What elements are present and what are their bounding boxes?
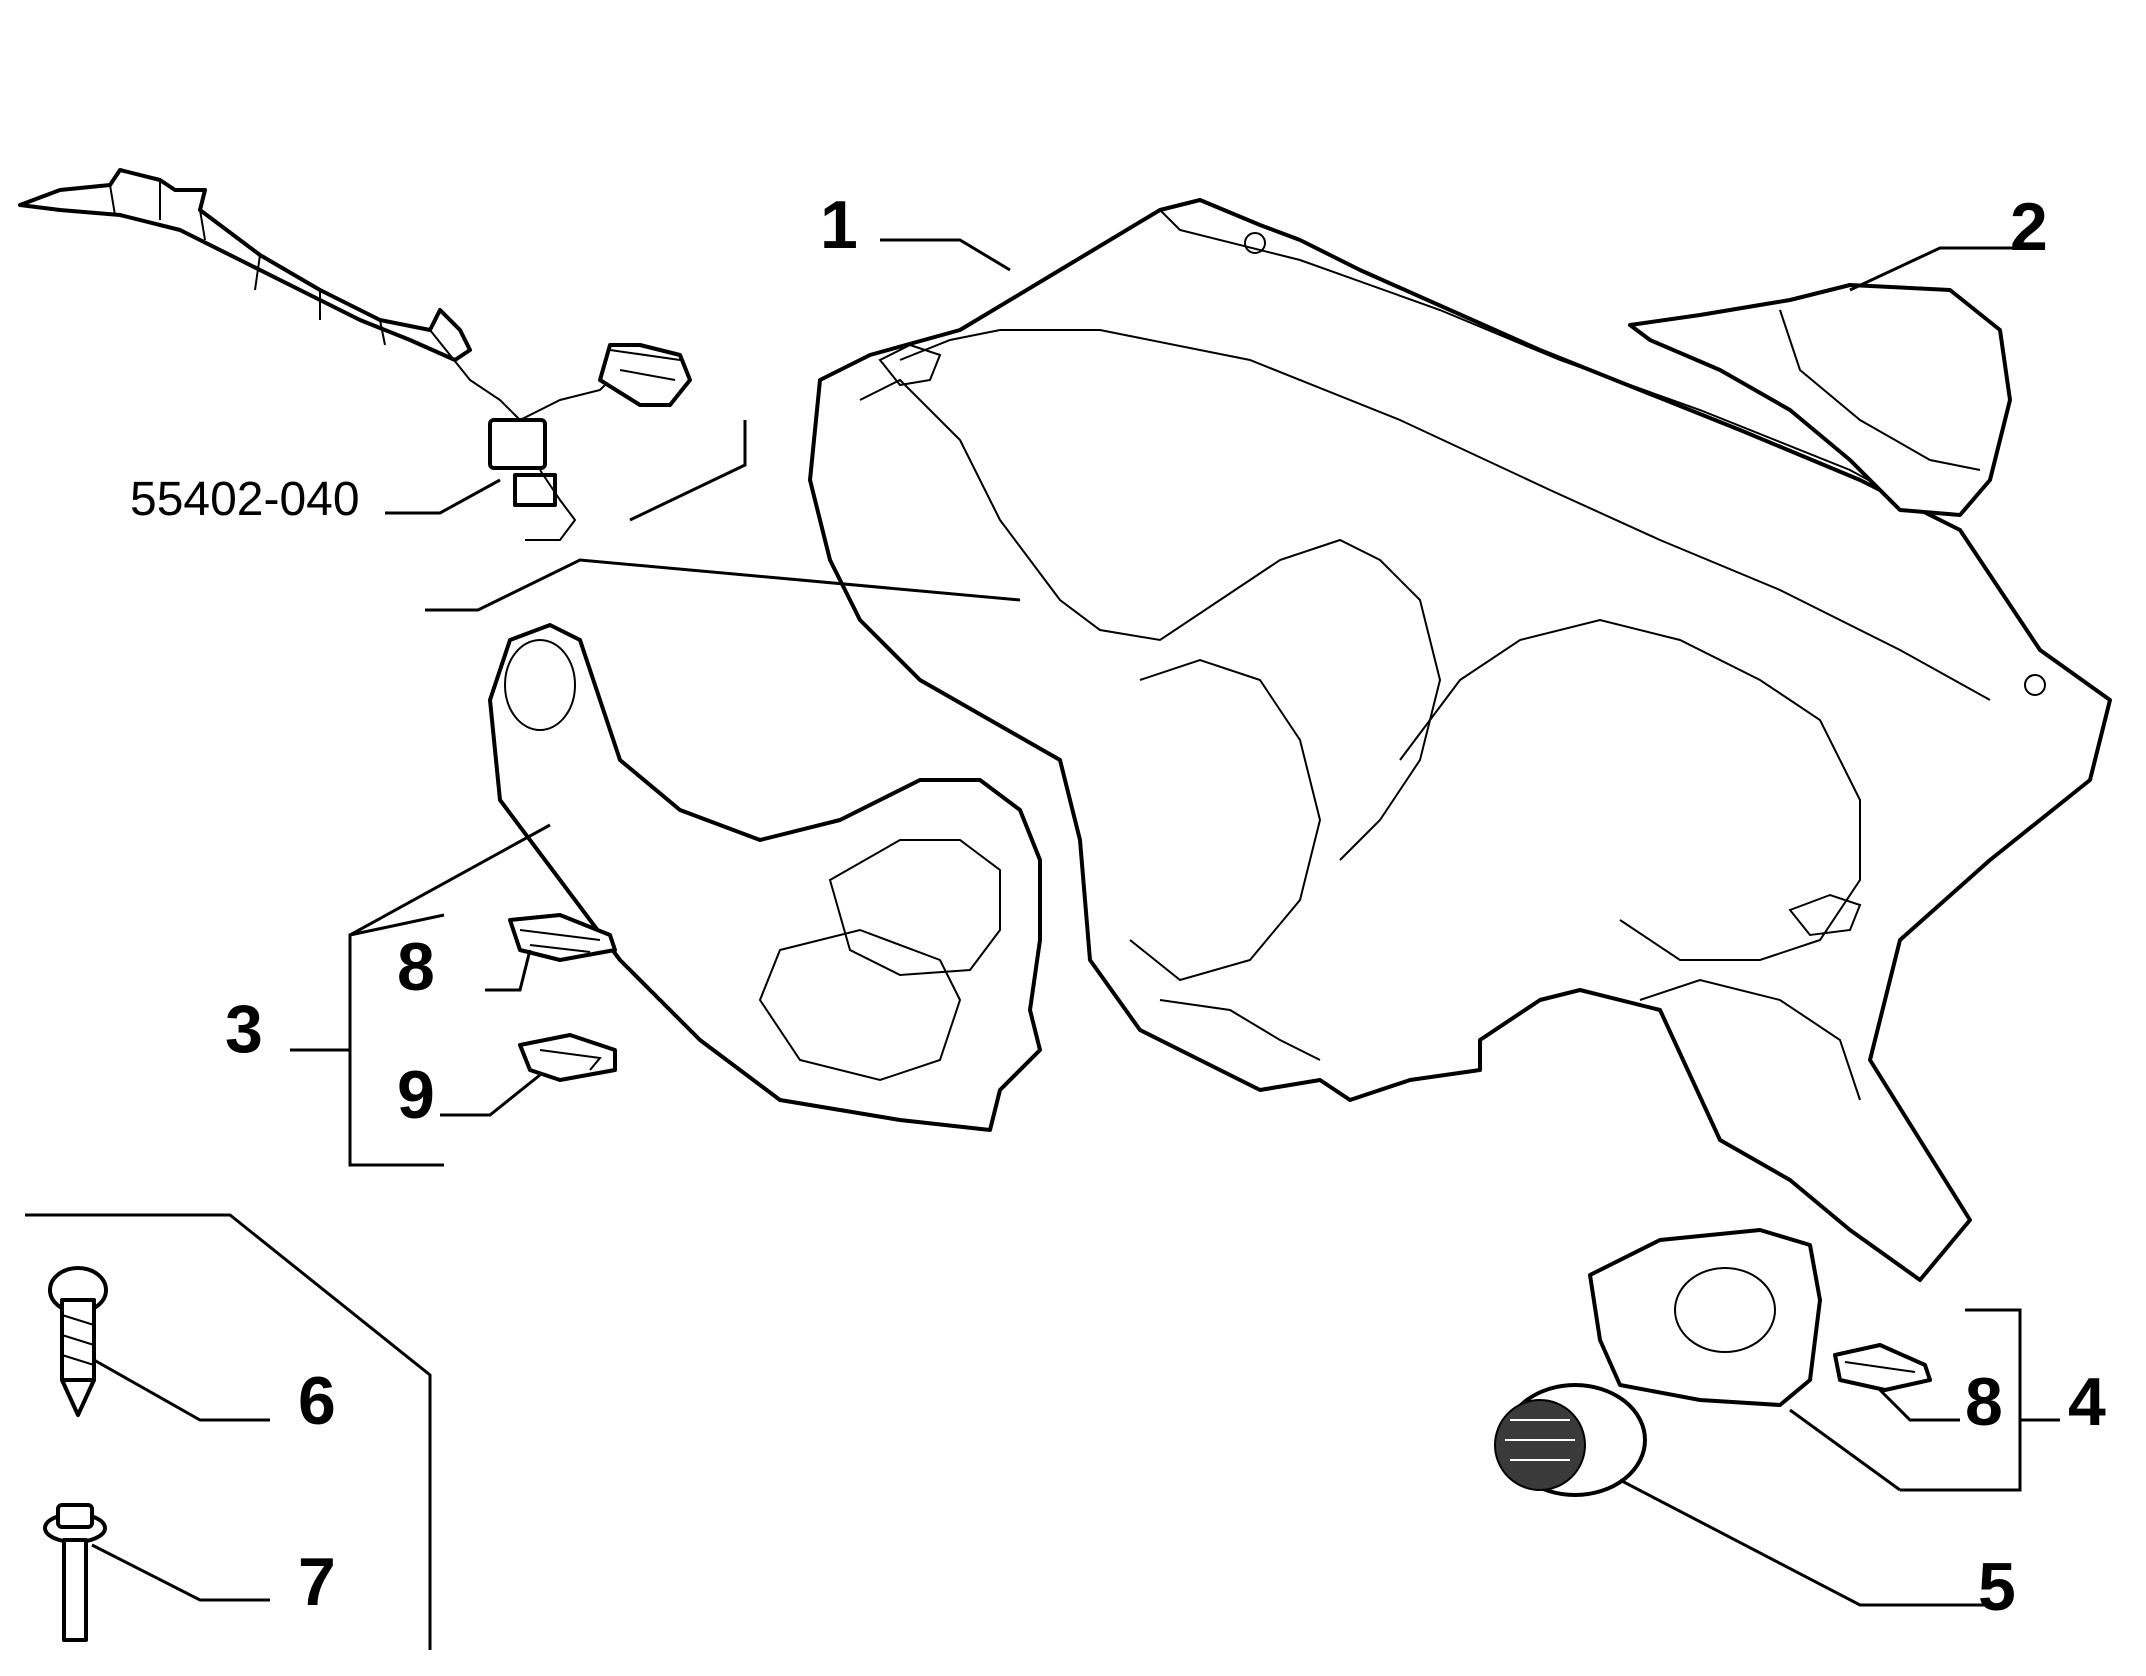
callout-part-code: 55402-040 [130, 473, 360, 526]
clip-upper-drawing [508, 913, 617, 962]
leader-group-67 [25, 1213, 432, 1650]
lower-trim-drawing [488, 623, 1042, 1132]
leader-5 [1619, 1478, 2000, 1607]
leader-lines [25, 238, 2060, 1650]
airbag-harness-drawing [18, 168, 692, 541]
callout-1: 1 [820, 187, 858, 263]
callout-2: 2 [2010, 189, 2048, 265]
vent-cover-drawing [1588, 1228, 1822, 1407]
leader-2 [1849, 246, 2020, 292]
callout-7: 7 [298, 1544, 336, 1620]
callout-6: 6 [298, 1363, 336, 1439]
leader-7 [91, 1543, 270, 1602]
leader-9 [440, 1073, 541, 1117]
leader-4-bracket [1900, 1308, 2022, 1492]
screw-self-tapping-drawing [48, 1266, 108, 1417]
leader-cut-bottom [425, 558, 1021, 612]
callout-labels: 1 2 3 8 9 6 7 8 4 5 55402-040 [130, 187, 2106, 1625]
airbag-cover-drawing [1628, 283, 2012, 517]
leader-3-to-trim [349, 823, 551, 937]
callout-3: 3 [225, 991, 263, 1067]
callout-8-lower: 8 [1965, 1364, 2003, 1440]
leader-8b [1878, 1388, 1960, 1422]
leader-6 [93, 1358, 270, 1422]
spring-nut-drawing [518, 1033, 617, 1082]
air-vent-drawing [1494, 1383, 1647, 1497]
flange-bolt-drawing [43, 1503, 107, 1642]
leader-8a [485, 949, 532, 992]
clip-lower-drawing [1833, 1343, 1932, 1392]
callout-9: 9 [397, 1057, 435, 1133]
dashboard-panel-drawing [808, 198, 2112, 1282]
leader-1 [880, 238, 1011, 272]
callout-5: 5 [1978, 1549, 2016, 1625]
leader-4-to-cover [1789, 1408, 1901, 1492]
callout-4: 4 [2068, 1364, 2106, 1440]
callout-8-upper: 8 [397, 929, 435, 1005]
leader-code [385, 478, 501, 515]
leader-cut-top [629, 420, 747, 522]
